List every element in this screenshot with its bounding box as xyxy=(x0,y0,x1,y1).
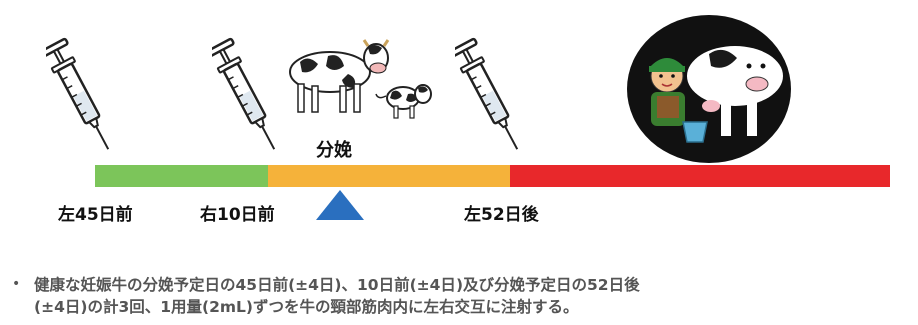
dosage-note-line2: (±4日)の計3回、1用量(2mL)ずつを牛の頸部筋肉内に左右交互に注射する。 xyxy=(34,298,579,316)
segment-post-52 xyxy=(510,165,890,187)
segment-pre-45 xyxy=(95,165,268,187)
dosage-note: 健康な妊娠牛の分娩予定日の45日前(±4日)、10日前(±4日)及び分娩予定日の… xyxy=(34,274,914,318)
label-right-10-days-before: 右10日前 xyxy=(200,205,275,225)
farmer-milking-cow-icon xyxy=(627,15,791,163)
label-left-52-days-after: 左52日後 xyxy=(464,205,539,225)
dosage-note-line1: 健康な妊娠牛の分娩予定日の45日前(±4日)、10日前(±4日)及び分娩予定日の… xyxy=(34,276,640,294)
syringe-icon xyxy=(212,37,282,158)
calving-label: 分娩 xyxy=(316,140,352,161)
label-left-45-days-before: 左45日前 xyxy=(58,205,133,225)
bullet: • xyxy=(12,276,21,292)
syringe-icon xyxy=(455,37,525,158)
segment-pre-10 xyxy=(268,165,510,187)
calving-marker-icon xyxy=(316,190,364,220)
cow-and-calf-icon xyxy=(289,39,432,119)
syringe-icon xyxy=(46,37,116,158)
